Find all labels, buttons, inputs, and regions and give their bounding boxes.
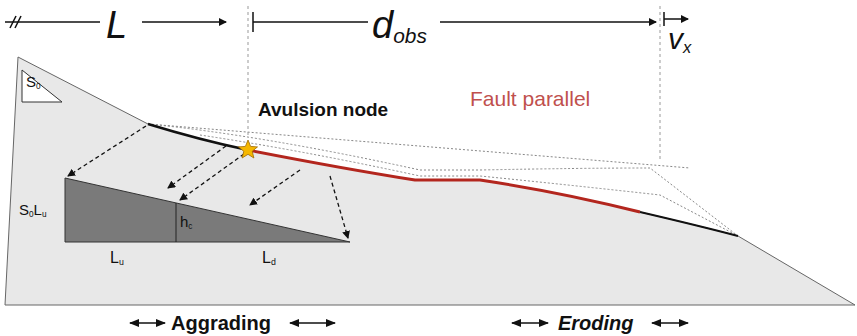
velocity-symbol: vx [668, 24, 691, 54]
symbol-text: Aggrading [171, 312, 271, 334]
subscript: u [42, 210, 47, 219]
subscript: x [683, 38, 691, 56]
symbol-text: L [34, 201, 42, 218]
symbol-text: L [262, 249, 271, 266]
subscript: d [271, 257, 276, 267]
subscript: 0 [36, 82, 41, 91]
subscript: 0 [29, 210, 34, 219]
length-symbol: L [106, 6, 127, 44]
fault-label: Fault parallel [470, 88, 590, 109]
slope-symbol: S0 [26, 74, 41, 89]
distance-symbol: dobs [372, 6, 427, 44]
subscript: obs [393, 24, 427, 47]
aggrading-label: Aggrading [171, 313, 271, 333]
symbol-text: L [106, 4, 127, 46]
symbol-text: d [372, 4, 393, 46]
subscript: c [188, 222, 192, 231]
avulsion-label: Avulsion node [258, 100, 388, 119]
downstream-length: Ld [262, 250, 276, 266]
depth-symbol: hc [180, 214, 192, 229]
symbol-text: L [110, 249, 119, 266]
subscript: u [119, 257, 124, 267]
eroding-label: Eroding [558, 313, 634, 333]
height-symbol: S0Lu [19, 202, 47, 217]
symbol-text: S [26, 73, 36, 90]
symbol-text: S [19, 201, 29, 218]
upstream-length: Lu [110, 250, 124, 266]
symbol-text: Avulsion node [258, 99, 388, 120]
symbol-text: Fault parallel [470, 87, 590, 110]
symbol-text: Eroding [558, 312, 634, 334]
symbol-text: h [180, 213, 188, 230]
symbol-text: v [668, 22, 683, 55]
